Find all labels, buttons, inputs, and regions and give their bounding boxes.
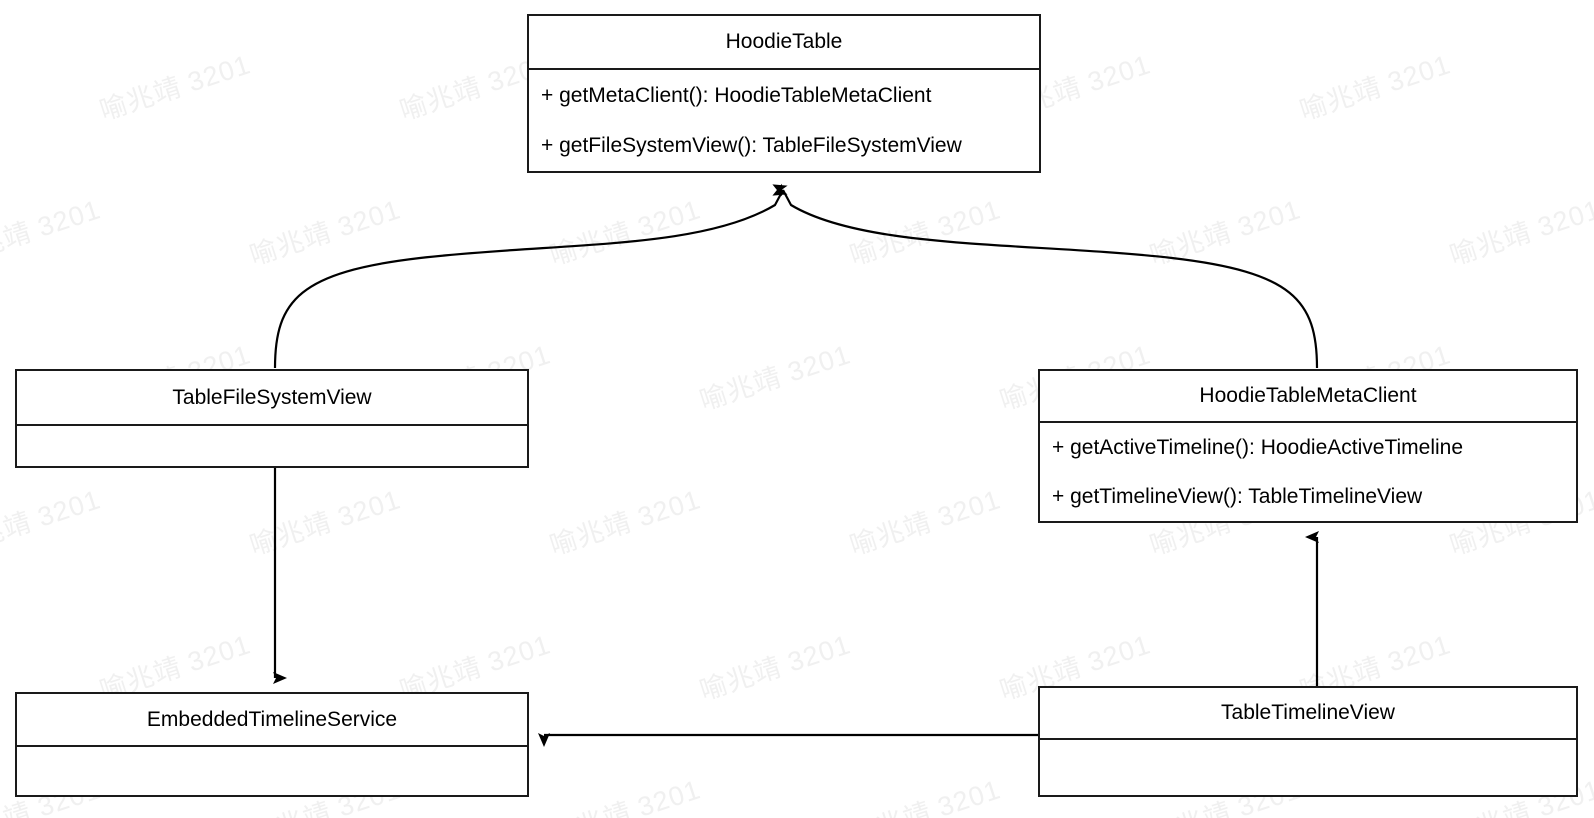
watermark-text: 喻兆靖 3201 bbox=[546, 774, 705, 818]
watermark-text: 喻兆靖 3201 bbox=[244, 188, 405, 273]
class-member: + getFileSystemView(): TableFileSystemVi… bbox=[541, 134, 962, 158]
watermark-text: 喻兆靖 3201 bbox=[694, 623, 855, 708]
watermark-text: 喻兆靖 3201 bbox=[544, 188, 705, 273]
watermark-text: 喻兆靖 3201 bbox=[1444, 188, 1594, 273]
uml-class-hoodie-table-meta-client[interactable]: HoodieTableMetaClient + getActiveTimelin… bbox=[1038, 369, 1578, 523]
class-members-table-file-system-view bbox=[17, 426, 527, 466]
uml-class-embedded-timeline-service[interactable]: EmbeddedTimelineService bbox=[15, 692, 529, 797]
class-name-hoodie-table-meta-client: HoodieTableMetaClient bbox=[1040, 371, 1576, 423]
watermark-text: 喻兆靖 3201 bbox=[244, 478, 405, 563]
edge-metaclient-to-hoodietable bbox=[772, 183, 1319, 369]
watermark-text: 喻兆靖 3201 bbox=[0, 188, 105, 273]
watermark-text: 喻兆靖 3201 bbox=[844, 478, 1005, 563]
edge-fsview-to-hoodietable bbox=[273, 184, 788, 369]
watermark-text: 喻兆靖 3201 bbox=[544, 478, 705, 563]
class-name-hoodie-table: HoodieTable bbox=[529, 16, 1039, 70]
class-member: + getMetaClient(): HoodieTableMetaClient bbox=[541, 83, 932, 107]
uml-class-hoodie-table[interactable]: HoodieTable + getMetaClient(): HoodieTab… bbox=[527, 14, 1041, 173]
watermark-text: 喻兆靖 3201 bbox=[0, 478, 105, 563]
class-members-embedded-timeline-service bbox=[17, 747, 527, 795]
watermark-text: 喻兆靖 3201 bbox=[94, 43, 255, 128]
watermark-text: 喻兆靖 3201 bbox=[844, 188, 1005, 273]
class-member: + getActiveTimeline(): HoodieActiveTimel… bbox=[1052, 435, 1464, 459]
class-name-embedded-timeline-service: EmbeddedTimelineService bbox=[17, 694, 527, 747]
class-name-table-timeline-view: TableTimelineView bbox=[1040, 688, 1576, 740]
class-member: + getTimelineView(): TableTimelineView bbox=[1052, 484, 1423, 508]
class-name-table-file-system-view: TableFileSystemView bbox=[17, 371, 527, 426]
uml-class-table-file-system-view[interactable]: TableFileSystemView bbox=[15, 369, 529, 468]
watermark-text: 喻兆靖 3201 bbox=[694, 333, 855, 418]
uml-class-table-timeline-view[interactable]: TableTimelineView bbox=[1038, 686, 1578, 797]
watermark-text: 喻兆靖 3201 bbox=[1144, 188, 1305, 273]
class-members-hoodie-table: + getMetaClient(): HoodieTableMetaClient… bbox=[529, 70, 1039, 171]
watermark-text: 喻兆靖 3201 bbox=[846, 774, 1005, 818]
watermark-text: 喻兆靖 3201 bbox=[1294, 43, 1455, 128]
class-members-table-timeline-view bbox=[1040, 740, 1576, 795]
class-members-hoodie-table-meta-client: + getActiveTimeline(): HoodieActiveTimel… bbox=[1040, 423, 1576, 521]
